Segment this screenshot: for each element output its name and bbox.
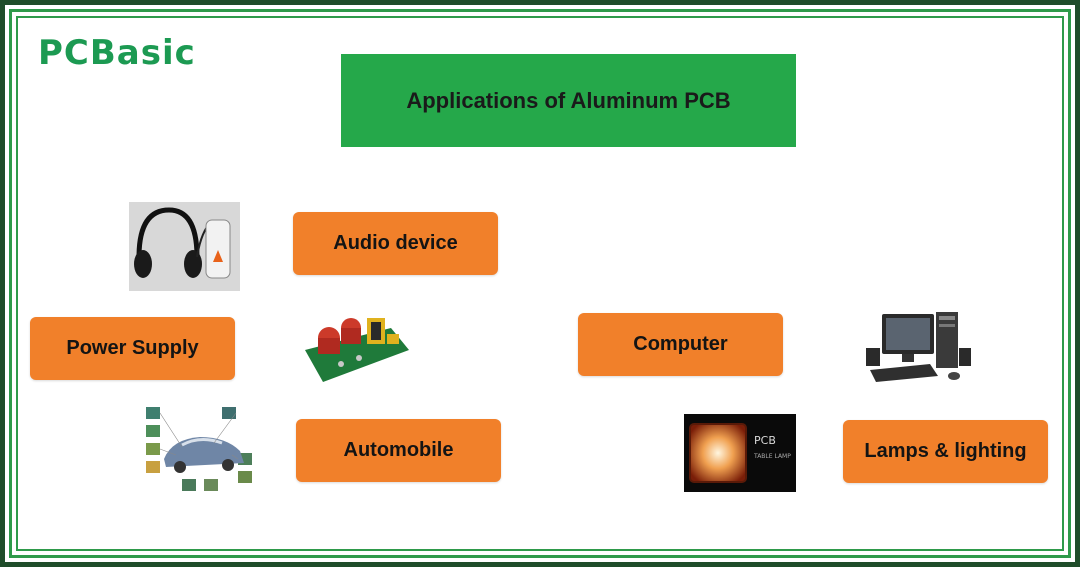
category-label: Automobile	[343, 439, 454, 461]
desktop-computer-image	[860, 300, 976, 392]
title-box: Applications of Aluminum PCB	[341, 54, 796, 147]
headphones-image	[129, 202, 240, 291]
category-audio-device: Audio device	[293, 212, 498, 275]
category-label: Audio device	[333, 232, 458, 254]
page-title: Applications of Aluminum PCB	[406, 87, 731, 113]
category-label: Lamps & lighting	[864, 440, 1027, 462]
lamp-caption-line2: TABLE LAMP	[753, 453, 791, 460]
car-image	[142, 403, 260, 495]
category-automobile: Automobile	[296, 419, 501, 482]
category-lamps-lighting: Lamps & lighting	[843, 420, 1048, 483]
lamp-caption-line1: PCB	[754, 434, 776, 447]
logo-text-main: PCB	[38, 33, 117, 73]
category-label: Power Supply	[66, 337, 199, 359]
middle-frame	[9, 9, 1071, 558]
inner-frame	[16, 16, 1064, 551]
circuit-board-image	[299, 298, 411, 386]
category-label: Computer	[633, 333, 728, 355]
category-computer: Computer	[578, 313, 783, 376]
logo-text-sub: asic	[116, 33, 196, 73]
category-power-supply: Power Supply	[30, 317, 235, 380]
led-lamp-image: PCB TABLE LAMP	[684, 414, 796, 492]
